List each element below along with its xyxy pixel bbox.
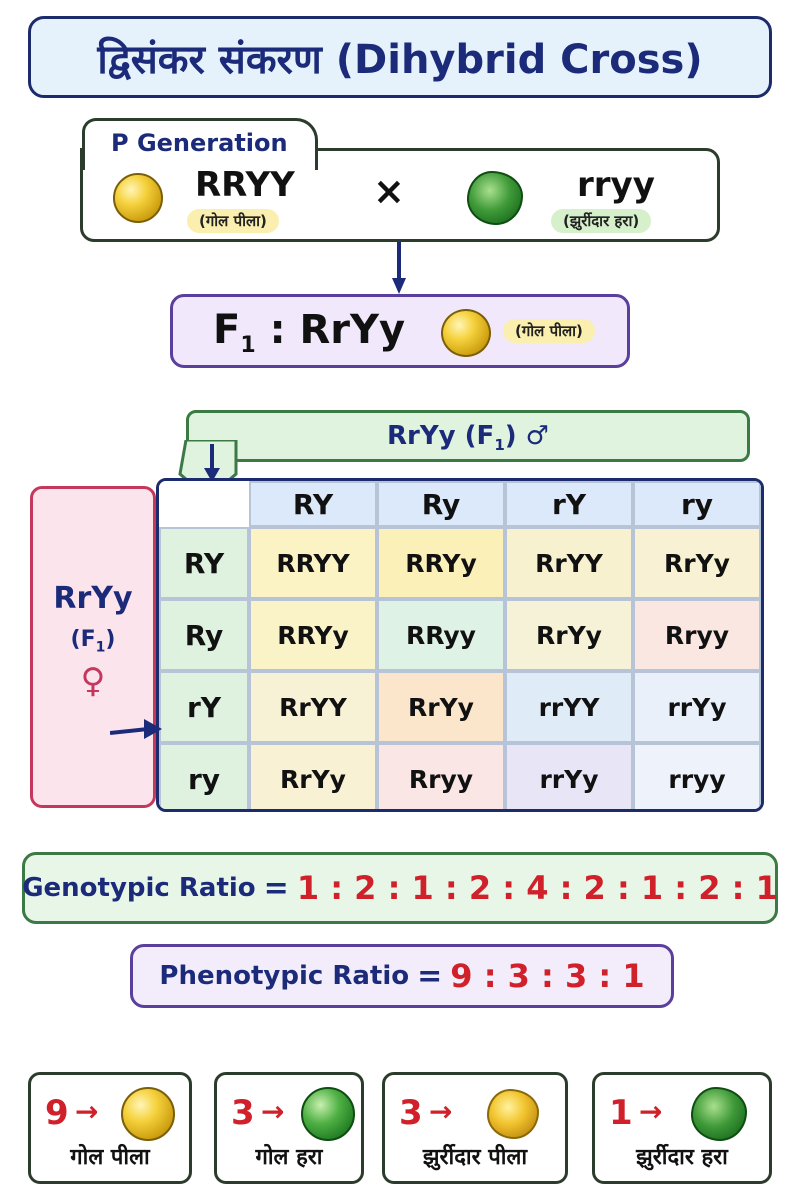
offspring-genotype-cell: RrYy	[249, 743, 377, 809]
offspring-genotype-cell: RrYy	[633, 527, 761, 599]
equals-sign: =	[417, 958, 443, 994]
female-generation-label: (F1)	[70, 627, 116, 656]
round-yellow-pea-icon	[121, 1087, 175, 1141]
phenotype-count: 9	[45, 1093, 69, 1133]
male-gamete-header: rY	[505, 481, 633, 527]
parent1-phenotype: (गोल पीला)	[187, 209, 279, 233]
arrow-right-icon: →	[261, 1095, 285, 1128]
arrow-right-icon: →	[639, 1095, 663, 1128]
phenotype-count: 3	[231, 1093, 255, 1133]
offspring-genotype-cell: RRYY	[249, 527, 377, 599]
phenotype-card-round-green: 3 → गोल हरा	[214, 1072, 364, 1184]
cross-symbol: ×	[373, 169, 405, 213]
arrow-right-icon: →	[75, 1095, 99, 1128]
female-gamete-header: Ry	[159, 599, 249, 671]
phenotype-label: गोल हरा	[255, 1145, 323, 1170]
male-gamete-header: RY	[249, 481, 377, 527]
offspring-genotype-cell: RrYY	[249, 671, 377, 743]
offspring-genotype-cell: rrYY	[505, 671, 633, 743]
round-yellow-pea-icon	[441, 309, 491, 357]
offspring-genotype-cell: RrYy	[377, 671, 505, 743]
round-green-pea-icon	[301, 1087, 355, 1141]
arrow-right-icon	[110, 719, 162, 739]
phenotypic-ratio-label: Phenotypic Ratio	[159, 961, 410, 991]
genotypic-ratio-label: Genotypic Ratio	[22, 873, 256, 903]
f1-phenotype: (गोल पीला)	[503, 319, 595, 343]
p-generation-box: RRYY (गोल पीला) × rryy (झुर्रीदार हरा)	[80, 148, 720, 242]
title-banner: द्विसंकर संकरण (Dihybrid Cross)	[28, 16, 772, 98]
phenotypic-ratio-box: Phenotypic Ratio = 9 : 3 : 3 : 1	[130, 944, 674, 1008]
phenotype-label: झुर्रीदार हरा	[636, 1145, 728, 1170]
page-title: द्विसंकर संकरण (Dihybrid Cross)	[97, 36, 703, 83]
genotypic-ratio-value: 1 : 2 : 1 : 2 : 4 : 2 : 1 : 2 : 1	[296, 869, 778, 907]
male-gamete-header: ry	[633, 481, 761, 527]
equals-sign: =	[263, 870, 289, 906]
male-parent-label: RrYy (F1) ♂	[386, 421, 549, 455]
p-generation-tab: P Generation	[82, 118, 318, 170]
offspring-genotype-cell: rrYy	[633, 671, 761, 743]
offspring-genotype-cell: rryy	[633, 743, 761, 809]
wrinkled-green-pea-icon	[691, 1087, 747, 1141]
offspring-genotype-cell: Rryy	[633, 599, 761, 671]
genotypic-ratio-box: Genotypic Ratio = 1 : 2 : 1 : 2 : 4 : 2 …	[22, 852, 778, 924]
female-symbol-icon: ♀	[80, 661, 106, 701]
phenotype-label: झुर्रीदार पीला	[422, 1145, 528, 1170]
phenotype-label: गोल पीला	[70, 1145, 150, 1170]
offspring-genotype-cell: RrYY	[505, 527, 633, 599]
offspring-genotype-cell: RRYy	[377, 527, 505, 599]
phenotypic-ratio-value: 9 : 3 : 3 : 1	[450, 957, 645, 995]
f1-genotype: F1 : RrYy	[213, 307, 406, 358]
phenotype-card-wrinkled-green: 1 → झुर्रीदार हरा	[592, 1072, 772, 1184]
male-gamete-header: Ry	[377, 481, 505, 527]
female-gamete-header: ry	[159, 743, 249, 809]
offspring-genotype-cell: RRYy	[249, 599, 377, 671]
phenotype-count: 1	[609, 1093, 633, 1133]
female-parent-label: RrYy	[53, 581, 133, 616]
phenotype-card-round-yellow: 9 → गोल पीला	[28, 1072, 192, 1184]
arrow-right-icon: →	[429, 1095, 453, 1128]
offspring-genotype-cell: RrYy	[505, 599, 633, 671]
wrinkled-green-pea-icon	[467, 171, 523, 225]
f1-box: F1 : RrYy (गोल पीला)	[170, 294, 630, 368]
arrow-down-icon	[392, 242, 406, 294]
offspring-genotype-cell: RRyy	[377, 599, 505, 671]
grid-corner	[159, 481, 249, 527]
phenotype-count: 3	[399, 1093, 423, 1133]
female-gamete-header: rY	[159, 671, 249, 743]
round-yellow-pea-icon	[113, 173, 163, 223]
female-parent-box: RrYy (F1) ♀	[30, 486, 156, 808]
offspring-genotype-cell: rrYy	[505, 743, 633, 809]
offspring-genotype-cell: Rryy	[377, 743, 505, 809]
parent1-genotype: RRYY	[195, 165, 295, 205]
parent2-phenotype: (झुर्रीदार हरा)	[551, 209, 652, 233]
p-generation-label: P Generation	[111, 129, 288, 157]
male-parent-header: RrYy (F1) ♂	[186, 410, 750, 462]
parent2-genotype: rryy	[577, 165, 655, 205]
female-gamete-header: RY	[159, 527, 249, 599]
wrinkled-yellow-pea-icon	[487, 1089, 539, 1139]
phenotype-card-wrinkled-yellow: 3 → झुर्रीदार पीला	[382, 1072, 568, 1184]
